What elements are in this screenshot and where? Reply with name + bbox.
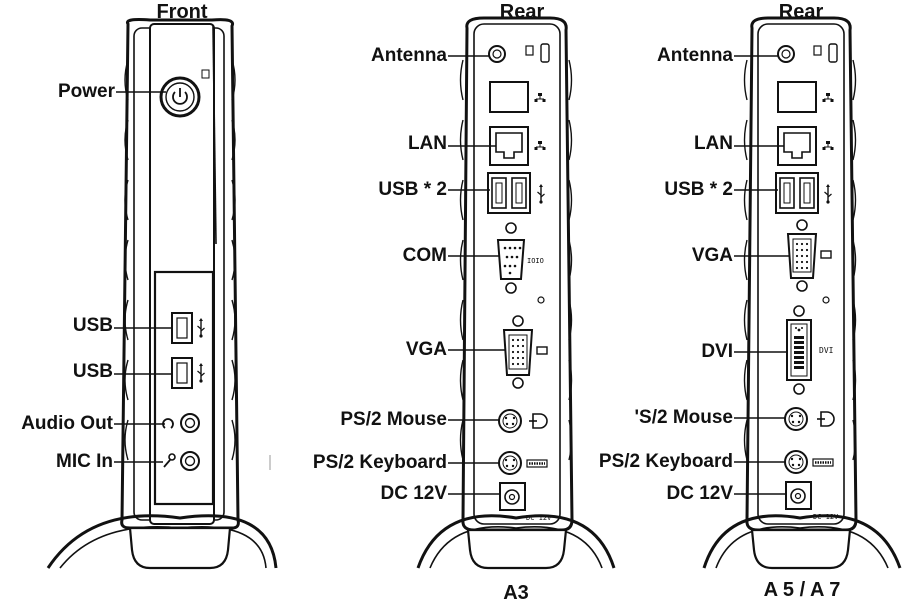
label-a57-usb2: USB * 2 xyxy=(664,179,733,200)
dc-mark-a3: DC 12V xyxy=(526,514,552,522)
caption-a3: A3 xyxy=(503,582,529,604)
label-a57-antenna: Antenna xyxy=(657,45,733,66)
caption-a57: A 5 / A 7 xyxy=(763,579,841,601)
label-a3-lan: LAN xyxy=(407,133,447,154)
label-a57-lan: LAN xyxy=(693,133,733,154)
front-device xyxy=(46,18,278,570)
label-usb-2: USB xyxy=(72,361,113,382)
label-power: Power xyxy=(57,81,115,102)
label-a57-ps2-keyboard: PS/2 Keyboard xyxy=(598,451,733,472)
label-a3-ps2-mouse: PS/2 Mouse xyxy=(340,409,447,430)
label-a3-com: COM xyxy=(402,245,447,266)
label-a57-dvi: DVI xyxy=(701,341,733,362)
callout-lines xyxy=(114,55,790,495)
label-a3-antenna: Antenna xyxy=(371,45,447,66)
label-a3-dc12v: DC 12V xyxy=(380,483,447,504)
label-audio-out: Audio Out xyxy=(21,413,113,434)
label-a57-vga: VGA xyxy=(691,245,733,266)
rear-a57-device: DVI DC 12V xyxy=(702,16,902,570)
com-mark: IOIO xyxy=(527,257,544,265)
label-a57-ps2-mouse: 'S/2 Mouse xyxy=(634,407,734,428)
dvi-mark: DVI xyxy=(819,346,834,355)
label-usb-1: USB xyxy=(72,315,113,336)
label-a3-vga: VGA xyxy=(405,339,447,360)
label-a3-usb2: USB * 2 xyxy=(378,179,447,200)
rear-a3-device: IOIO xyxy=(416,16,616,570)
label-mic-in: MIC In xyxy=(56,451,113,472)
label-a3-ps2-keyboard: PS/2 Keyboard xyxy=(312,452,447,473)
label-a57-dc12v: DC 12V xyxy=(666,483,733,504)
title-front: Front xyxy=(156,1,208,23)
